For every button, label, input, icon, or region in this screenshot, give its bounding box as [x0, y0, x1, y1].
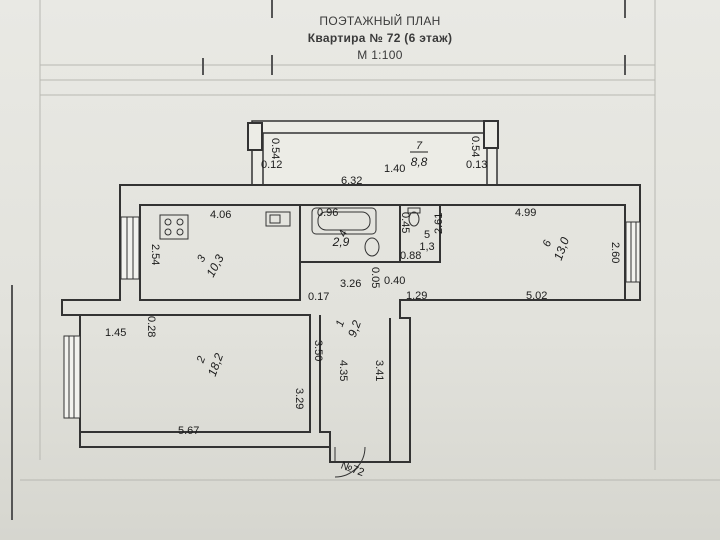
balcony	[247, 120, 499, 186]
dimension-labels: 0.54 0.12 1.40 0.54 0.13 6.32 4.06 0.96 …	[105, 136, 621, 437]
room-2-area: 18,2	[205, 351, 226, 378]
dim-0-45: 0.45	[399, 212, 411, 233]
dim-3-29: 3.29	[293, 388, 305, 409]
dim-4-06: 4.06	[210, 209, 231, 221]
dim-3-50: 3.50	[312, 340, 324, 361]
windows	[63, 216, 641, 419]
kitchen-stove	[159, 214, 189, 240]
dim-1-29: 1.29	[406, 290, 427, 302]
dim-1-40: 1.40	[384, 163, 405, 175]
form-lines	[20, 0, 720, 481]
room-7-area: 8,8	[411, 155, 428, 169]
dim-3-26: 3.26	[340, 278, 361, 290]
toilet	[407, 207, 421, 227]
apartment-title: Квартира № 72 (6 этаж)	[307, 31, 453, 45]
plan-title: ПОЭТАЖНЫЙ ПЛАН	[319, 14, 441, 28]
dim-0-28: 0.28	[145, 316, 157, 337]
dim-0-40: 0.40	[384, 275, 405, 287]
room-4-number: 4	[337, 229, 350, 239]
room-3-area: 10,3	[203, 252, 226, 279]
room-3-number: 3	[195, 252, 209, 264]
scale-label: М 1:100	[357, 48, 403, 62]
kitchen-sink	[265, 211, 291, 227]
room-5-number: 5	[424, 229, 430, 241]
dim-0-12: 0.12	[261, 159, 282, 171]
bathtub	[311, 207, 377, 235]
dim-2-60: 2.60	[609, 242, 621, 263]
room-7-number: 7	[416, 140, 423, 152]
dim-6-32: 6.32	[341, 175, 362, 187]
room-6-area: 13,0	[551, 235, 572, 262]
room-5-area: 1,3	[419, 241, 434, 253]
form-ticks	[11, 0, 626, 520]
room-1-area: 9,2	[345, 318, 364, 339]
dim-0-13: 0.13	[466, 159, 487, 171]
dim-5-67: 5.67	[178, 425, 199, 437]
room-4-area: 2,9	[332, 235, 350, 249]
dim-2-61: 2.61	[433, 213, 445, 234]
dim-0-54-right: 0.54	[469, 136, 481, 157]
outer-walls	[61, 184, 641, 463]
dim-0-05: 0.05	[369, 267, 381, 288]
dim-4-35: 4.35	[337, 360, 349, 381]
dim-5-02: 5.02	[526, 290, 547, 302]
dim-1-45: 1.45	[105, 327, 126, 339]
room-2-number: 2	[194, 355, 208, 366]
dim-4-99: 4.99	[515, 207, 536, 219]
room-6-number: 6	[541, 238, 555, 249]
dim-0-88: 0.88	[400, 250, 421, 262]
dim-0-17: 0.17	[308, 291, 329, 303]
dim-0-96: 0.96	[317, 207, 338, 219]
entrance-door	[334, 446, 366, 478]
bathroom-washbasin	[364, 237, 380, 257]
room-1-number: 1	[334, 319, 347, 329]
dim-2-54: 2.54	[149, 244, 161, 265]
dim-3-41: 3.41	[373, 360, 385, 381]
dim-0-54-left: 0.54	[269, 138, 281, 159]
